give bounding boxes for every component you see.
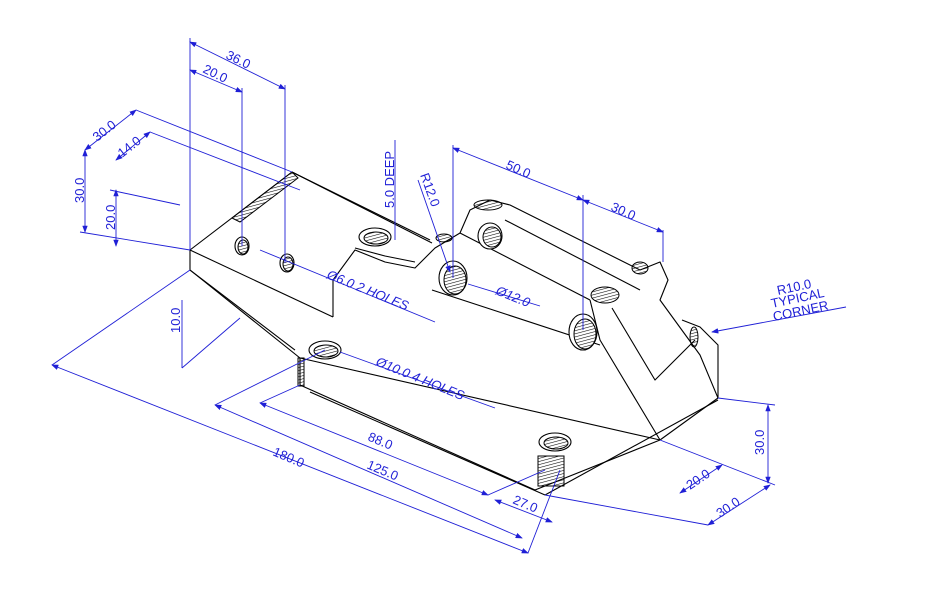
dim-36: 36.0 <box>224 47 253 72</box>
dim-dia6-holes: Ø6.0 2 HOLES <box>324 266 411 313</box>
base-right-bottom-edge <box>544 399 719 496</box>
base-top-front-edge <box>299 357 661 441</box>
small-hole-2-bore <box>282 256 294 272</box>
dim-30-left: 30.0 <box>90 117 119 144</box>
dim-20-top: 20.0 <box>201 61 230 86</box>
left-block-hatch <box>231 171 299 223</box>
base-hole-2-bore <box>543 436 569 450</box>
dim-180: 180.0 <box>271 444 307 471</box>
dim-30-vert: 30.0 <box>72 178 87 203</box>
upright-right-outline <box>639 261 719 399</box>
dim-5-deep: 5.0 DEEP <box>382 151 397 208</box>
slot-counterbore-bore <box>363 231 389 245</box>
large-hole-front-bore <box>443 265 467 295</box>
dim-50: 50.0 <box>504 157 533 181</box>
slot-inner-edges <box>354 247 416 263</box>
dim-14: 14.0 <box>115 133 144 160</box>
upright-hole-back-bore <box>482 226 502 248</box>
top-face-back-edge <box>291 171 431 241</box>
upright-inner-cut <box>611 307 696 381</box>
upright-mid-hatch <box>590 286 620 304</box>
dim-30-right-vert: 30.0 <box>752 430 767 455</box>
dim-10-vert: 10.0 <box>168 308 183 333</box>
left-slope-edge <box>189 269 296 351</box>
dim-dia12: Ø12.0 <box>493 282 533 310</box>
dim-30-top-right: 30.0 <box>609 199 638 223</box>
left-block-front-top-edge <box>189 249 334 318</box>
upright-lower-slope <box>589 299 661 441</box>
upright-hole-front-bore <box>573 318 597 350</box>
base-right-end <box>659 319 719 441</box>
dim-88: 88.0 <box>366 429 395 453</box>
upright-top-hatch <box>473 199 503 211</box>
base-front-bottom-line <box>309 391 546 496</box>
right-end-hole <box>689 326 699 348</box>
upright-inner-back <box>504 219 641 291</box>
part-body <box>189 171 719 496</box>
dim-20-right: 20.0 <box>683 466 712 493</box>
dim-125: 125.0 <box>365 457 401 484</box>
dim-30-right: 30.0 <box>713 494 742 521</box>
dim-20-vert: 20.0 <box>103 205 118 230</box>
dimension-lines <box>51 38 847 554</box>
base-hole-1-bore <box>313 344 339 358</box>
base-front-face <box>299 358 661 491</box>
r12-hatch <box>435 233 453 243</box>
upright-edge-hatch <box>631 261 649 275</box>
note-r10-line1: R10.0 <box>776 276 813 298</box>
small-hole-1-bore <box>237 239 249 255</box>
